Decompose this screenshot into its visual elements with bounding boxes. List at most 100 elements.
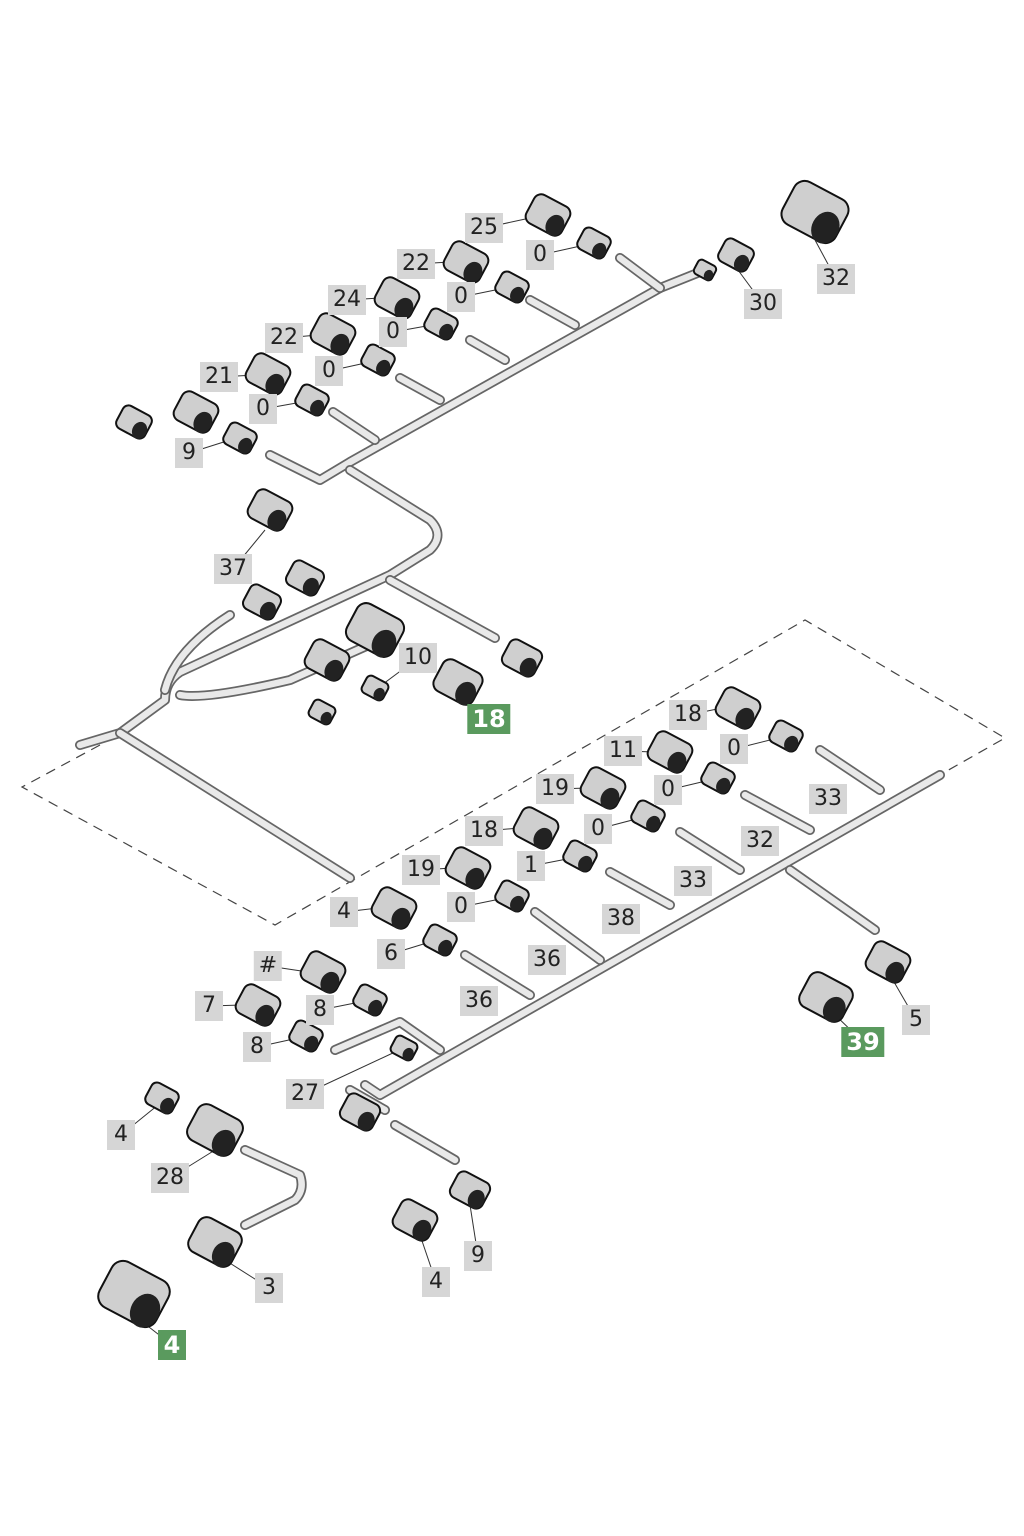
- fitting-part: [172, 390, 220, 434]
- callout-label: 18: [465, 816, 503, 846]
- callout-label: 0: [447, 892, 475, 922]
- callout-label: 22: [265, 323, 303, 353]
- fitting-part: [285, 559, 325, 597]
- fitting-part: [524, 193, 572, 237]
- fitting-part: [700, 761, 736, 795]
- fitting-part: [144, 1081, 180, 1115]
- fitting-part: [242, 583, 282, 621]
- fitting-part: [303, 638, 351, 682]
- fitting-part: [500, 638, 544, 678]
- callout-label-highlighted: 18: [467, 704, 511, 734]
- tube-segment: [329, 408, 379, 444]
- fitting-part: [714, 686, 762, 730]
- fitting-part: [717, 237, 755, 273]
- fitting-part: [442, 240, 490, 284]
- fitting-part: [186, 1103, 244, 1157]
- callout-label: 9: [464, 1241, 492, 1271]
- tube-segment: [531, 908, 604, 964]
- callout-label: 32: [817, 264, 855, 294]
- fitting-part: [115, 404, 153, 440]
- fitting-part: [338, 1092, 382, 1132]
- callout-label: 8: [243, 1032, 271, 1062]
- callout-label: 33: [809, 784, 847, 814]
- fitting-part: [299, 950, 347, 994]
- callout-label: 19: [536, 774, 574, 804]
- fitting-part: [294, 383, 330, 417]
- callout-label: 19: [402, 855, 440, 885]
- assembly-boundary-dashed: [20, 619, 1007, 926]
- fitting-part: [432, 658, 484, 706]
- fitting-part: [234, 983, 282, 1027]
- fitting-part: [864, 940, 912, 984]
- callout-label: 33: [674, 866, 712, 896]
- callout-label: 9: [175, 438, 203, 468]
- callout-label: 4: [422, 1267, 450, 1297]
- callout-label: 27: [286, 1079, 324, 1109]
- callout-label: #: [253, 951, 283, 981]
- callout-label: 38: [602, 904, 640, 934]
- callout-label: 4: [330, 897, 358, 927]
- fitting-part: [246, 488, 294, 532]
- callout-label: 0: [249, 394, 277, 424]
- fitting-part: [389, 1034, 419, 1062]
- callout-label: 6: [377, 939, 405, 969]
- leader-lines: [120, 217, 917, 1346]
- tube-segment: [386, 576, 499, 642]
- tube-segment: [266, 268, 704, 484]
- callout-label: 30: [744, 289, 782, 319]
- fitting-part: [494, 879, 530, 913]
- callout-label: 18: [669, 700, 707, 730]
- tube-segment: [161, 611, 234, 694]
- fitting-part: [244, 352, 292, 396]
- callout-label: 21: [200, 362, 238, 392]
- fitting-part: [780, 179, 850, 245]
- tube-segment: [466, 336, 509, 364]
- fitting-part: [352, 983, 388, 1017]
- callout-label: 0: [379, 317, 407, 347]
- tube-segment: [606, 868, 674, 909]
- tube-segment: [391, 1121, 459, 1164]
- tube-segment: [616, 254, 664, 292]
- fitting-part: [187, 1216, 243, 1268]
- callout-label: 0: [584, 814, 612, 844]
- fitting-part: [288, 1019, 324, 1053]
- fitting-part: [579, 766, 627, 810]
- tube-segment: [526, 296, 579, 329]
- callout-label: 25: [465, 213, 503, 243]
- tube-segment: [396, 374, 444, 404]
- callout-label: 3: [255, 1273, 283, 1303]
- callout-label: 4: [107, 1120, 135, 1150]
- tube-segment: [176, 636, 384, 700]
- tube-segment: [461, 951, 534, 999]
- callout-label: 32: [741, 826, 779, 856]
- fitting-part: [768, 719, 804, 753]
- fitting-part: [423, 307, 459, 341]
- fitting-part: [798, 971, 854, 1023]
- callout-label: 8: [306, 995, 334, 1025]
- callout-label: 36: [460, 986, 498, 1016]
- fitting-part: [373, 276, 421, 320]
- fitting-part: [562, 839, 598, 873]
- fitting-part: [391, 1198, 439, 1242]
- tubing-harness: [75, 253, 945, 1230]
- tube-segment: [175, 635, 385, 701]
- callout-label: 0: [447, 282, 475, 312]
- tube-segment: [676, 828, 744, 874]
- fitting-part: [692, 258, 718, 282]
- callout-label: 0: [654, 775, 682, 805]
- fitting-part: [646, 730, 694, 774]
- tube-segment: [361, 771, 944, 1099]
- callout-label: 7: [195, 991, 223, 1021]
- tube-segment: [331, 1018, 444, 1054]
- callout-label: 11: [604, 736, 642, 766]
- tube-segment: [741, 791, 814, 834]
- callout-label: 22: [397, 249, 435, 279]
- callout-label: 36: [528, 945, 566, 975]
- fitting-part: [370, 886, 418, 930]
- fittings: [97, 179, 912, 1329]
- fitting-part: [307, 698, 337, 726]
- callout-label: 5: [902, 1005, 930, 1035]
- callout-label: 24: [328, 285, 366, 315]
- callout-label: 28: [151, 1163, 189, 1193]
